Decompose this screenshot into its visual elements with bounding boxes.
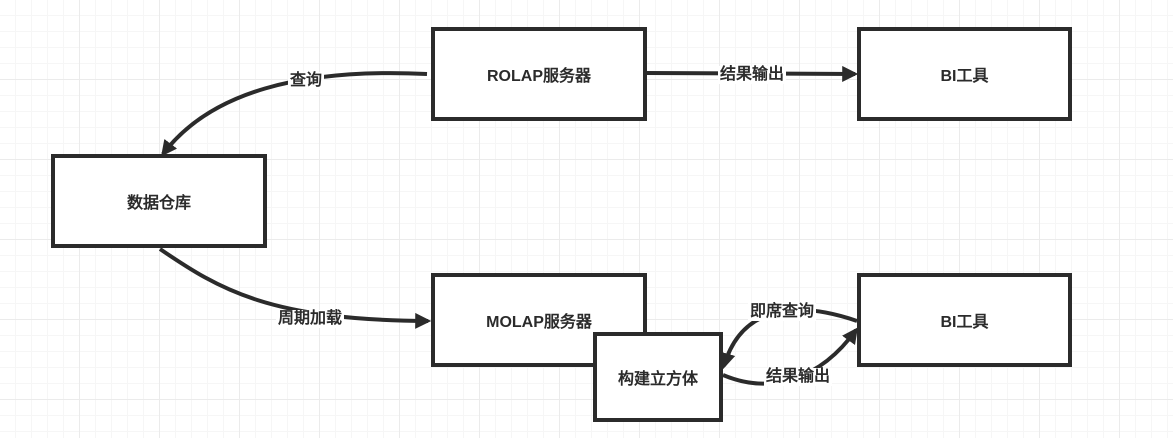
edge-label-result-output-top: 结果输出 <box>718 66 787 84</box>
edge-label-periodic-load: 周期加载 <box>276 310 345 328</box>
edge-label-query: 查询 <box>288 72 325 90</box>
node-build-cube-label: 构建立方体 <box>617 371 698 388</box>
edge-label-adhoc-query: 即席查询 <box>748 303 817 321</box>
node-bi-tool-bottom[interactable]: BI工具 <box>857 273 1072 367</box>
node-bi-tool-bottom-label: BI工具 <box>940 314 989 331</box>
edge-query <box>161 71 428 157</box>
node-bi-tool-top-label: BI工具 <box>940 68 989 85</box>
node-data-warehouse-label: 数据仓库 <box>126 195 191 212</box>
node-rolap-server-label: ROLAP服务器 <box>486 68 591 85</box>
node-bi-tool-top[interactable]: BI工具 <box>857 27 1072 121</box>
node-data-warehouse[interactable]: 数据仓库 <box>51 154 267 248</box>
edge-label-result-output-bottom: 结果输出 <box>764 368 833 386</box>
node-molap-server-label: MOLAP服务器 <box>486 314 592 331</box>
edge-periodic-load <box>158 247 432 329</box>
node-build-cube[interactable]: 构建立方体 <box>593 332 723 422</box>
node-rolap-server[interactable]: ROLAP服务器 <box>431 27 647 121</box>
